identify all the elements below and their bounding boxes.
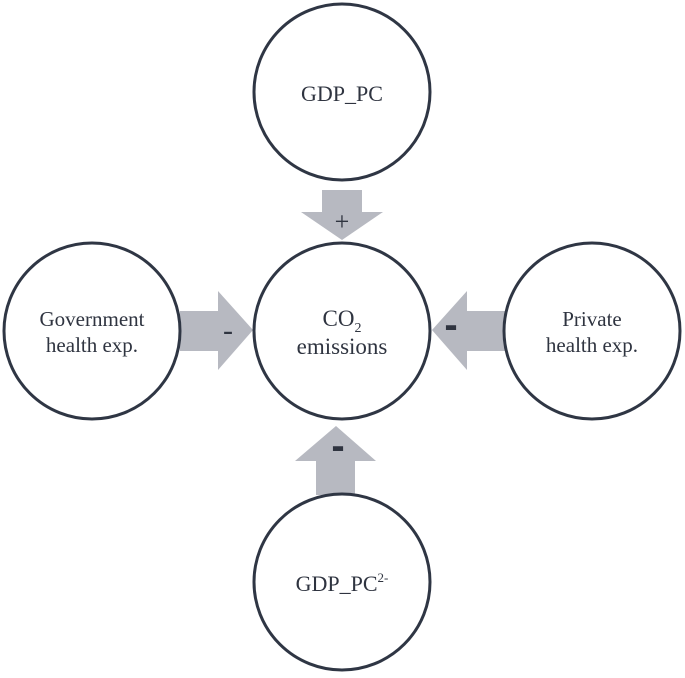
arrow-left-to-center [180,291,253,370]
center-node-co-text: CO [323,306,355,331]
node-top-gdp-pc [252,2,432,182]
arrow-top-to-center [301,190,383,240]
effect-sign-right: - [444,303,457,347]
node-left-government-health [2,241,182,421]
effect-sign-bottom: - [331,424,344,468]
right-node-label-line1: Private [562,307,621,331]
center-node-subscript: 2 [354,321,361,336]
node-center-co2-emissions [252,241,432,421]
right-node-label-line2: health exp. [546,333,638,357]
bottom-node-base-text: GDP_PC [296,571,378,596]
left-node-label-line1: Government [40,307,145,331]
effect-sign-top: + [335,207,350,236]
node-right-private-health [502,241,682,421]
bottom-node-superscript: 2- [378,570,389,585]
center-node-label-line1: CO2 [323,306,362,336]
effect-sign-left: - [223,314,233,347]
node-bottom-gdp-pc-squared [252,492,432,672]
bottom-node-label: GDP_PC2- [296,570,389,596]
left-node-label-line2: health exp. [46,333,138,357]
top-node-label: GDP_PC [301,81,383,106]
arrow-bottom-to-center [295,426,376,495]
arrow-right-to-center [432,291,505,370]
center-node-label-line2: emissions [297,334,388,359]
